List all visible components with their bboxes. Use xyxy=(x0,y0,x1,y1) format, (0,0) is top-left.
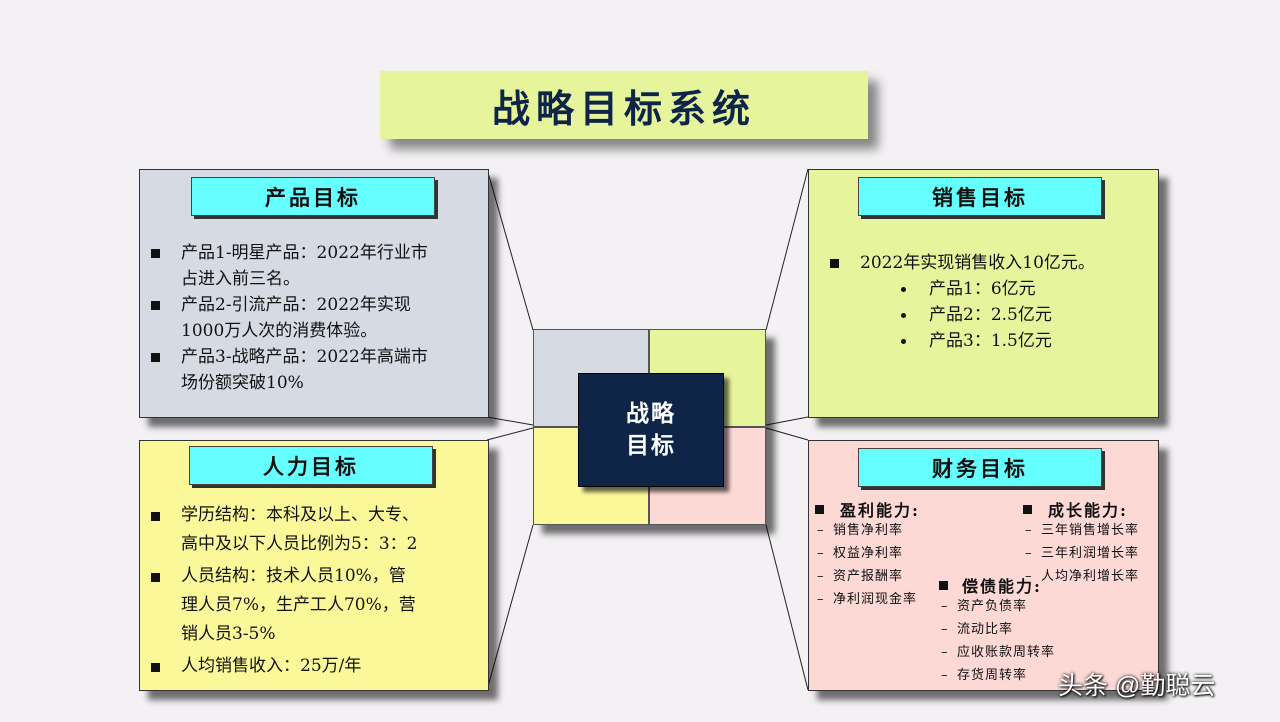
list-item-text: 1000万人次的消费体验。 xyxy=(181,321,378,341)
list-item-text: 产品1-明星产品：2022年行业市 xyxy=(181,243,428,263)
bullet-square-icon xyxy=(151,353,160,362)
solvency-ability-list: 资产负债率 流动比率 应收账款周转率 存货周转率 xyxy=(941,595,1055,687)
bullet-square-icon xyxy=(1023,505,1032,514)
title-banner: 战略目标系统 xyxy=(380,71,868,139)
list-item: 净利润现金率 xyxy=(817,588,917,611)
list-item: 应收账款周转率 xyxy=(941,641,1055,664)
list-item-text: 学历结构：本科及以上、大专、 xyxy=(181,505,419,525)
strategy-core-box: 战略 目标 xyxy=(578,373,724,487)
sub-list-item: 产品1：6亿元 xyxy=(843,276,1143,302)
bullet-dot-icon xyxy=(901,313,906,318)
list-item: 存货周转率 xyxy=(941,664,1055,687)
list-item: 人均销售收入：25万/年 xyxy=(151,652,485,681)
product-goal-header: 产品目标 xyxy=(191,177,435,216)
list-item-text: 占进入前三名。 xyxy=(181,269,300,289)
finance-goal-panel: 财务目标 盈利能力: 销售净利率 权益净利率 资产报酬率 净利润现金率 成长能力… xyxy=(808,440,1159,691)
hr-goal-header: 人力目标 xyxy=(189,446,433,485)
sub-list-item: 产品2：2.5亿元 xyxy=(843,302,1143,328)
list-item: 产品3-战略产品：2022年高端市 场份额突破10% xyxy=(151,344,481,396)
core-label-line1: 战略 xyxy=(626,400,676,427)
list-item-text: 高中及以下人员比例为5：3：2 xyxy=(181,534,418,554)
list-item-text: 销人员3-5% xyxy=(181,624,276,644)
sales-goal-list: 2022年实现销售收入10亿元。 xyxy=(830,250,1150,276)
list-item-text: 理人员7%，生产工人70%，营 xyxy=(181,595,416,615)
product-goal-list: 产品1-明星产品：2022年行业市 占进入前三名。 产品2-引流产品：2022年… xyxy=(151,240,481,396)
list-item: 2022年实现销售收入10亿元。 xyxy=(830,250,1150,276)
sales-goal-panel: 销售目标 2022年实现销售收入10亿元。 产品1：6亿元 产品2：2.5亿元 … xyxy=(808,169,1159,418)
list-item: 产品1-明星产品：2022年行业市 占进入前三名。 xyxy=(151,240,481,292)
bullet-square-icon xyxy=(830,259,839,268)
bullet-square-icon xyxy=(151,249,160,258)
list-item: 三年销售增长率 xyxy=(1025,519,1139,542)
list-item: 人均净利增长率 xyxy=(1025,565,1139,588)
hr-goal-panel: 人力目标 学历结构：本科及以上、大专、 高中及以下人员比例为5：3：2 人员结构… xyxy=(139,440,489,691)
profit-ability-heading: 盈利能力: xyxy=(815,497,920,521)
list-item-text: 产品3-战略产品：2022年高端市 xyxy=(181,347,428,367)
list-item: 销售净利率 xyxy=(817,519,917,542)
core-label-line2: 目标 xyxy=(626,432,676,459)
list-item: 学历结构：本科及以上、大专、 高中及以下人员比例为5：3：2 xyxy=(151,501,485,559)
bullet-square-icon xyxy=(815,505,824,514)
bullet-dot-icon xyxy=(901,287,906,292)
list-item: 资产负债率 xyxy=(941,595,1055,618)
list-item: 三年利润增长率 xyxy=(1025,542,1139,565)
bullet-square-icon xyxy=(151,301,160,310)
watermark: 头条 @勤聪云 xyxy=(1058,672,1216,700)
list-item: 人员结构：技术人员10%，管 理人员7%，生产工人70%，营 销人员3-5% xyxy=(151,562,485,649)
sales-goal-header: 销售目标 xyxy=(858,177,1102,216)
bullet-square-icon xyxy=(939,581,948,590)
product-goal-panel: 产品目标 产品1-明星产品：2022年行业市 占进入前三名。 产品2-引流产品：… xyxy=(139,169,489,418)
sub-list-item: 产品3：1.5亿元 xyxy=(843,328,1143,354)
list-item-text: 产品2-引流产品：2022年实现 xyxy=(181,295,411,315)
bullet-square-icon xyxy=(151,663,160,672)
bullet-dot-icon xyxy=(901,339,906,344)
list-item-text: 场份额突破10% xyxy=(181,373,304,393)
growth-ability-list: 三年销售增长率 三年利润增长率 人均净利增长率 xyxy=(1025,519,1139,588)
list-item-text: 2022年实现销售收入10亿元。 xyxy=(860,253,1095,273)
finance-goal-header: 财务目标 xyxy=(858,448,1102,487)
list-item-text: 人员结构：技术人员10%，管 xyxy=(181,566,406,586)
page-title: 战略目标系统 xyxy=(491,85,756,131)
growth-ability-heading: 成长能力: xyxy=(1023,497,1128,521)
hr-goal-list: 学历结构：本科及以上、大专、 高中及以下人员比例为5：3：2 人员结构：技术人员… xyxy=(151,501,485,681)
list-item: 产品2-引流产品：2022年实现 1000万人次的消费体验。 xyxy=(151,292,481,344)
list-item-text: 人均销售收入：25万/年 xyxy=(181,656,362,676)
bullet-square-icon xyxy=(151,512,160,521)
bullet-square-icon xyxy=(151,573,160,582)
sales-sub-list: 产品1：6亿元 产品2：2.5亿元 产品3：1.5亿元 xyxy=(843,276,1143,354)
list-item: 流动比率 xyxy=(941,618,1055,641)
solvency-ability-heading: 偿债能力: xyxy=(939,573,1042,597)
list-item: 资产报酬率 xyxy=(817,565,917,588)
list-item: 权益净利率 xyxy=(817,542,917,565)
profit-ability-list: 销售净利率 权益净利率 资产报酬率 净利润现金率 xyxy=(817,519,917,611)
